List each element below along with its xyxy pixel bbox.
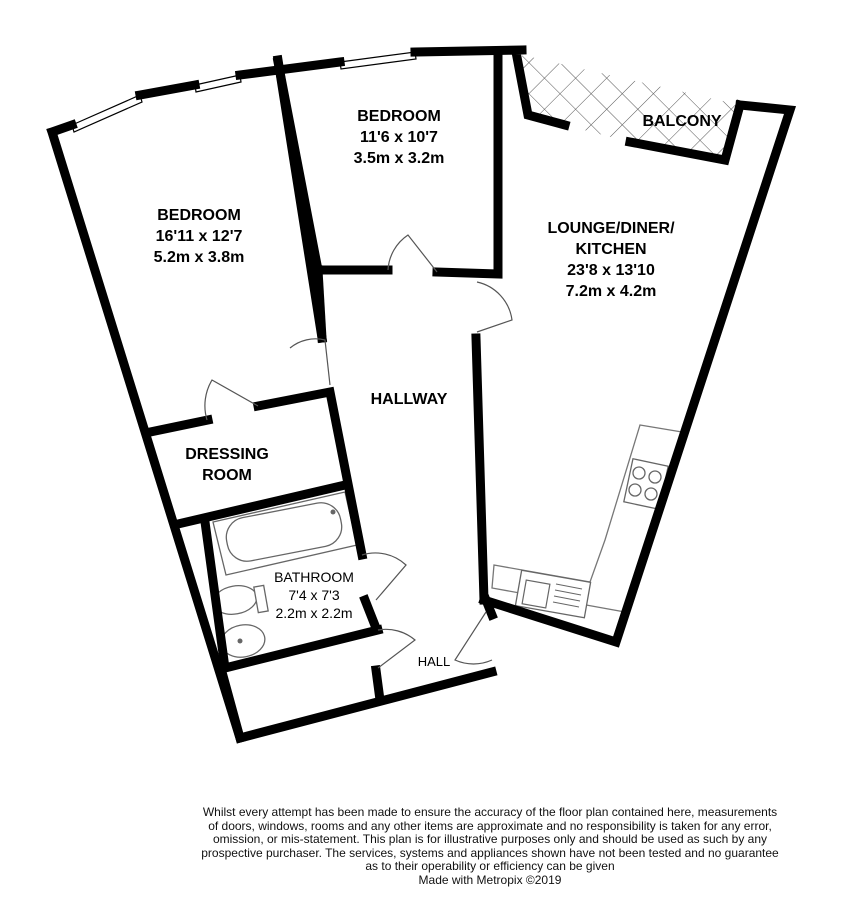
toilet-icon bbox=[212, 584, 269, 615]
label-bathroom: BATHROOM 7'4 x 7'3 2.2m x 2.2m bbox=[274, 569, 354, 621]
label-lounge: LOUNGE/DINER/ KITCHEN 23'8 x 13'10 7.2m … bbox=[547, 220, 675, 300]
outer-wall bbox=[46, 45, 797, 744]
bath-icon bbox=[212, 491, 358, 576]
hob-icon bbox=[623, 457, 669, 511]
bedroom-1-name: BEDROOM bbox=[157, 207, 241, 224]
dressing-name-line1: DRESSING bbox=[185, 446, 269, 463]
floor-plan: BEDROOM 11'6 x 10'7 3.5m x 3.2m BEDROOM … bbox=[46, 45, 797, 744]
sink-icon bbox=[514, 569, 592, 619]
balcony-area bbox=[522, 55, 740, 160]
lounge-name-line1: LOUNGE/DINER/ bbox=[547, 220, 675, 237]
bedroom-2-imperial: 11'6 x 10'7 bbox=[360, 129, 438, 146]
interior-walls bbox=[144, 50, 503, 744]
bedroom-2-name: BEDROOM bbox=[357, 108, 441, 125]
balcony-label: BALCONY bbox=[642, 113, 721, 130]
disclaimer-credit: Made with Metropix ©2019 bbox=[418, 872, 562, 887]
lounge-imperial: 23'8 x 13'10 bbox=[567, 262, 655, 279]
bedroom-1-imperial: 16'11 x 12'7 bbox=[156, 228, 243, 245]
bathroom-name: BATHROOM bbox=[274, 569, 354, 585]
doors bbox=[204, 234, 513, 669]
lounge-metric: 7.2m x 4.2m bbox=[566, 283, 657, 300]
dressing-name-line2: ROOM bbox=[202, 467, 252, 484]
disclaimer-line: of doors, windows, rooms and any other i… bbox=[208, 818, 772, 833]
lounge-name-line2: KITCHEN bbox=[575, 241, 646, 258]
label-bedroom-1: BEDROOM 16'11 x 12'7 5.2m x 3.8m bbox=[154, 207, 245, 266]
disclaimer-line: prospective purchaser. The services, sys… bbox=[201, 845, 779, 860]
bathroom-metric: 2.2m x 2.2m bbox=[275, 605, 352, 621]
hall-label: HALL bbox=[418, 654, 451, 669]
bedroom-2-metric: 3.5m x 3.2m bbox=[354, 150, 445, 167]
disclaimer: Whilst every attempt has been made to en… bbox=[165, 805, 815, 887]
disclaimer-line: omission, or mis-statement. This plan is… bbox=[212, 832, 768, 846]
bedroom-1-metric: 5.2m x 3.8m bbox=[154, 249, 245, 266]
windows bbox=[71, 51, 417, 133]
label-dressing-room: DRESSING ROOM bbox=[185, 446, 269, 484]
disclaimer-line: as to their operability or efficiency ca… bbox=[365, 859, 615, 873]
label-bedroom-2: BEDROOM 11'6 x 10'7 3.5m x 3.2m bbox=[354, 108, 445, 167]
bathroom-imperial: 7'4 x 7'3 bbox=[288, 587, 339, 603]
hallway-label: HALLWAY bbox=[371, 391, 448, 408]
disclaimer-line: Whilst every attempt has been made to en… bbox=[202, 805, 778, 819]
